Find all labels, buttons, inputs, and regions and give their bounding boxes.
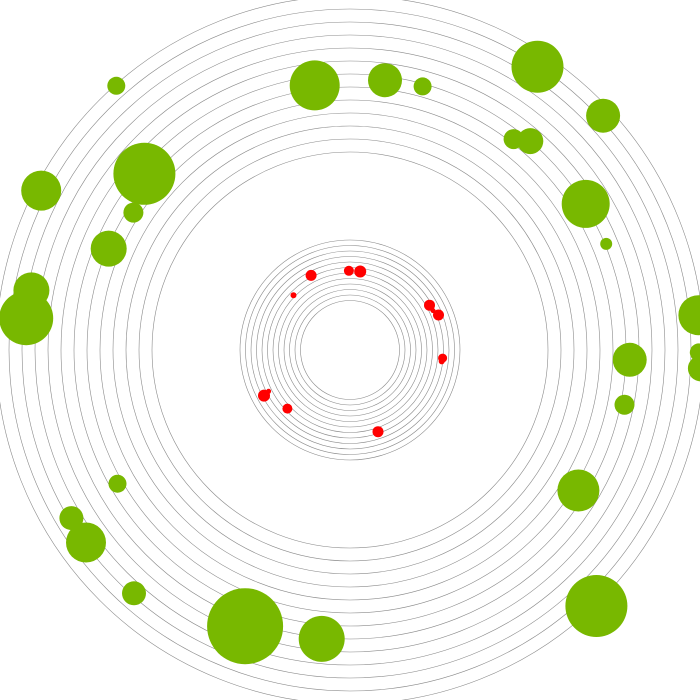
inner-bubble [354,265,367,278]
outer-bubble [517,128,544,155]
outer-ring [86,86,614,614]
inner-ring [294,294,406,406]
inner-ring [261,261,439,439]
inner-bubble [258,389,270,402]
outer-bubble [298,615,345,662]
outer-ring [151,151,549,549]
inner-bubble [305,269,317,281]
outer-bubble [123,202,144,223]
outer-bubble [66,522,106,563]
outer-bubble [207,588,284,665]
outer-bubble [557,469,600,512]
outer-bubble [678,295,700,336]
inner-bubble [424,299,435,311]
inner-ring [283,283,417,417]
outer-bubble [511,40,564,93]
inner-ring [245,245,455,455]
outer-bubble [600,237,613,250]
inner-ring [256,256,444,444]
inner-bubble [290,292,297,299]
outer-bubble [586,98,621,133]
outer-bubble [113,142,176,205]
outer-ring [112,112,588,588]
outer-ring [34,34,666,666]
outer-bubble [0,291,54,346]
outer-ring [21,21,679,679]
outer-ring [47,47,653,653]
outer-bubble [59,506,84,531]
inner-bubble [372,426,384,438]
inner-series [258,265,448,438]
outer-ring [125,125,575,575]
inner-bubble [438,358,445,365]
outer-bubble [413,77,432,96]
outer-bubble [107,76,126,95]
inner-ring [239,239,461,461]
outer-bubble [368,63,402,98]
outer-series [0,40,700,665]
outer-bubble [687,355,700,382]
inner-bubble [433,309,444,321]
inner-ring [278,278,422,422]
inner-bubble [282,403,293,414]
outer-bubble [21,170,62,211]
outer-bubble [108,474,127,493]
outer-bubble [565,575,628,637]
inner-ring [250,250,450,450]
inner-ring [289,289,411,411]
outer-bubble [90,230,127,267]
inner-ring [300,300,400,400]
outer-ring [138,138,562,562]
inner-bubble [343,265,354,276]
outer-bubble [612,342,647,377]
outer-bubble [122,581,146,606]
outer-bubble [614,394,635,415]
outer-bubble [561,179,610,228]
outer-bubble [289,60,340,111]
outer-ring [99,99,601,601]
